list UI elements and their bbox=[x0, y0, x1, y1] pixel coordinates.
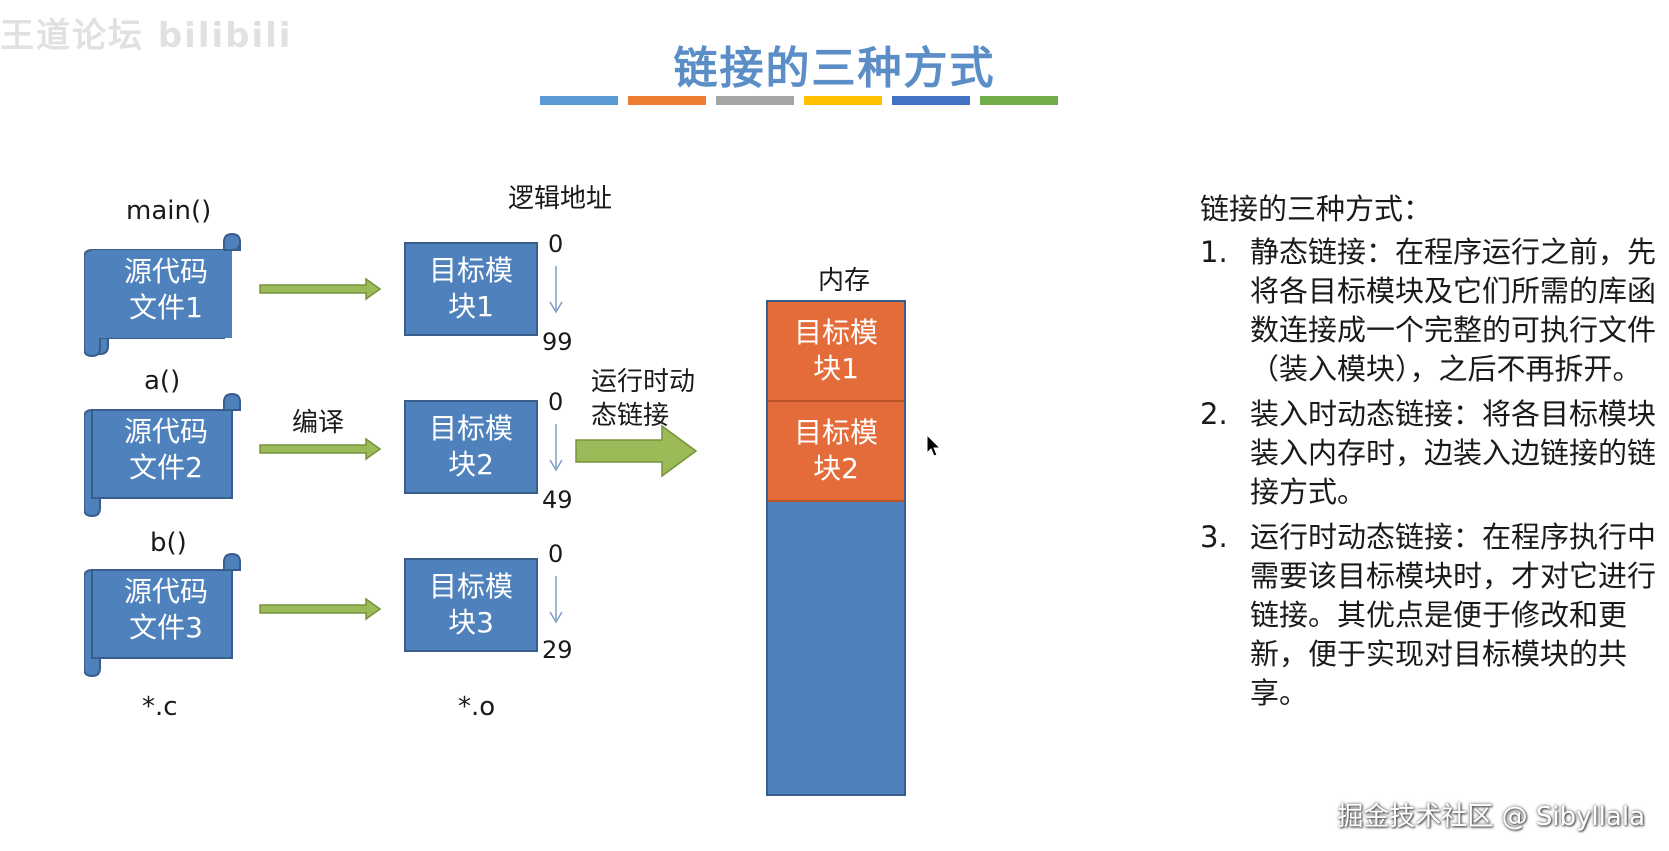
page-title: 链接的三种方式 bbox=[673, 43, 996, 94]
explanation-item-text: 静态链接：在程序运行之前，先将各目标模块及它们所需的库函数连接成一个完整的可执行… bbox=[1250, 235, 1657, 386]
title-color-bar bbox=[804, 96, 882, 105]
explanation-item-3: 3. 运行时动态链接：在程序执行中需要该目标模块时，才对它进行链接。其优点是便于… bbox=[1200, 518, 1660, 713]
explanation-item-2: 2. 装入时动态链接：将各目标模块装入内存时，边装入边链接的链接方式。 bbox=[1200, 395, 1660, 512]
compile-arrow-3 bbox=[259, 597, 382, 621]
addr-end-3: 29 bbox=[542, 636, 573, 664]
explanation-item-text: 装入时动态链接：将各目标模块装入内存时，边装入边链接的链接方式。 bbox=[1250, 397, 1657, 509]
title-color-bar bbox=[628, 96, 706, 105]
addr-end-1: 99 bbox=[542, 328, 573, 356]
source-scroll-3 bbox=[84, 552, 241, 678]
explanation-item-number: 3. bbox=[1200, 520, 1228, 554]
addr-down-arrow-1 bbox=[549, 266, 563, 314]
source-scroll-1 bbox=[84, 232, 242, 358]
explanation-item-number: 2. bbox=[1200, 397, 1228, 431]
runtime-link-label: 运行时动 态链接 bbox=[591, 367, 696, 431]
source-func-label-2: a() bbox=[144, 366, 181, 396]
title-color-bar bbox=[716, 96, 794, 105]
source-scroll-text-2: 源代码 文件2 bbox=[123, 415, 208, 484]
mouse-cursor-icon bbox=[926, 434, 941, 457]
addr-end-2: 49 bbox=[542, 486, 573, 514]
source-scroll-text-1: 源代码 文件1 bbox=[123, 255, 208, 324]
source-scroll-text-3: 源代码 文件3 bbox=[123, 575, 208, 644]
explanation-item-1: 1. 静态链接：在程序运行之前，先将各目标模块及它们所需的库函数连接成一个完整的… bbox=[1200, 233, 1660, 389]
source-scroll-2 bbox=[84, 392, 241, 518]
addr-start-2: 0 bbox=[548, 388, 564, 416]
title-color-bar bbox=[540, 96, 618, 105]
compile-arrow-1 bbox=[259, 277, 382, 301]
compile-arrow-2 bbox=[259, 437, 382, 461]
title-color-bar bbox=[980, 96, 1058, 105]
addr-start-1: 0 bbox=[548, 230, 564, 258]
watermark-top-left: 王道论坛 bilibili bbox=[0, 16, 293, 56]
source-func-label-1: main() bbox=[126, 196, 212, 226]
logical-address-label: 逻辑地址 bbox=[508, 184, 613, 214]
source-suffix-label: *.c bbox=[142, 692, 178, 722]
object-module-1: 目标模 块1 bbox=[404, 242, 538, 336]
addr-down-arrow-2 bbox=[549, 424, 563, 472]
memory-label: 内存 bbox=[818, 266, 871, 296]
title-color-bar bbox=[892, 96, 970, 105]
object-module-3: 目标模 块3 bbox=[404, 558, 538, 652]
memory-module-1: 目标模 块1 bbox=[768, 302, 904, 402]
runtime-link-arrow bbox=[575, 424, 698, 478]
explanation-panel: 链接的三种方式： 1. 静态链接：在程序运行之前，先将各目标模块及它们所需的库函… bbox=[1200, 190, 1660, 719]
explanation-heading: 链接的三种方式： bbox=[1200, 192, 1433, 226]
object-suffix-label: *.o bbox=[458, 692, 496, 722]
object-module-2: 目标模 块2 bbox=[404, 400, 538, 494]
addr-down-arrow-3 bbox=[549, 576, 563, 624]
compile-label: 编译 bbox=[292, 408, 345, 438]
watermark-bottom-right: 掘金技术社区 @ Sibyllala bbox=[1337, 802, 1645, 832]
source-func-label-3: b() bbox=[150, 528, 187, 558]
memory-block: 目标模 块1 目标模 块2 bbox=[766, 300, 906, 796]
addr-start-3: 0 bbox=[548, 540, 564, 568]
memory-module-2: 目标模 块2 bbox=[768, 402, 904, 502]
explanation-item-text: 运行时动态链接：在程序执行中需要该目标模块时，才对它进行链接。其优点是便于修改和… bbox=[1250, 520, 1657, 710]
explanation-item-number: 1. bbox=[1200, 235, 1228, 269]
